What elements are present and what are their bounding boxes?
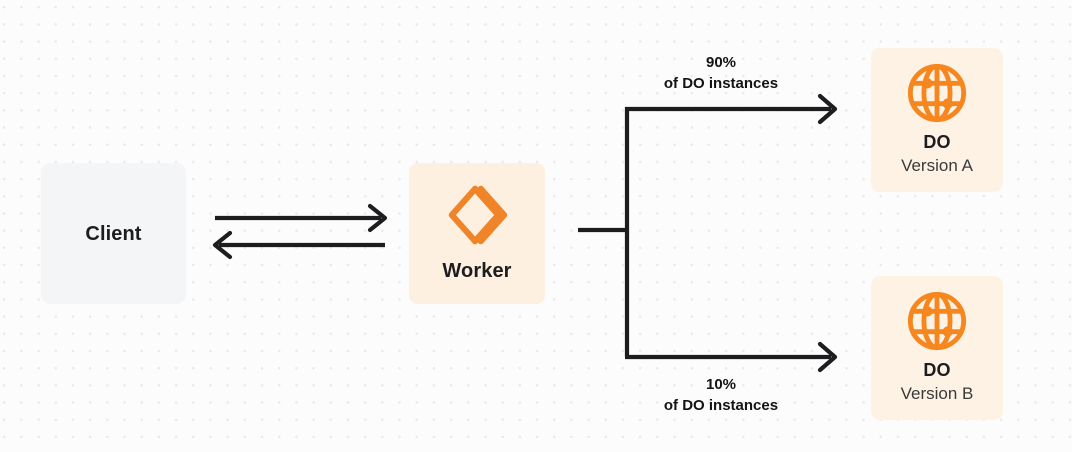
globe-icon [906, 62, 968, 124]
node-do-version-b[interactable]: DO Version B [871, 276, 1003, 420]
edge-label-do-a-text: of DO instances [663, 75, 779, 93]
node-worker[interactable]: Worker [409, 163, 545, 304]
node-do-version-a[interactable]: DO Version A [871, 48, 1003, 192]
branch-connector [578, 107, 630, 357]
node-do-a-sublabel: Version A [901, 156, 973, 176]
edge-label-do-a-percent: 90% [705, 54, 737, 71]
node-client[interactable]: Client [41, 163, 186, 304]
edge-label-do-b-text: of DO instances [663, 397, 779, 415]
arrow-client-to-worker [215, 203, 388, 233]
edge-label-do-a: 90% of DO instances [628, 52, 814, 95]
node-worker-label: Worker [442, 259, 512, 282]
edge-label-do-b-percent: 10% [705, 376, 737, 393]
node-do-a-label: DO [923, 131, 951, 152]
edge-label-do-b: 10% of DO instances [628, 374, 814, 417]
arrow-worker-to-client [212, 230, 385, 260]
globe-icon [906, 290, 968, 352]
arrow-worker-to-do-b [625, 341, 838, 373]
arrow-worker-to-do-a [625, 93, 838, 125]
node-client-label: Client [85, 222, 142, 245]
node-do-b-sublabel: Version B [900, 384, 974, 404]
cloudflare-workers-icon [446, 185, 508, 245]
node-do-b-label: DO [923, 359, 951, 380]
